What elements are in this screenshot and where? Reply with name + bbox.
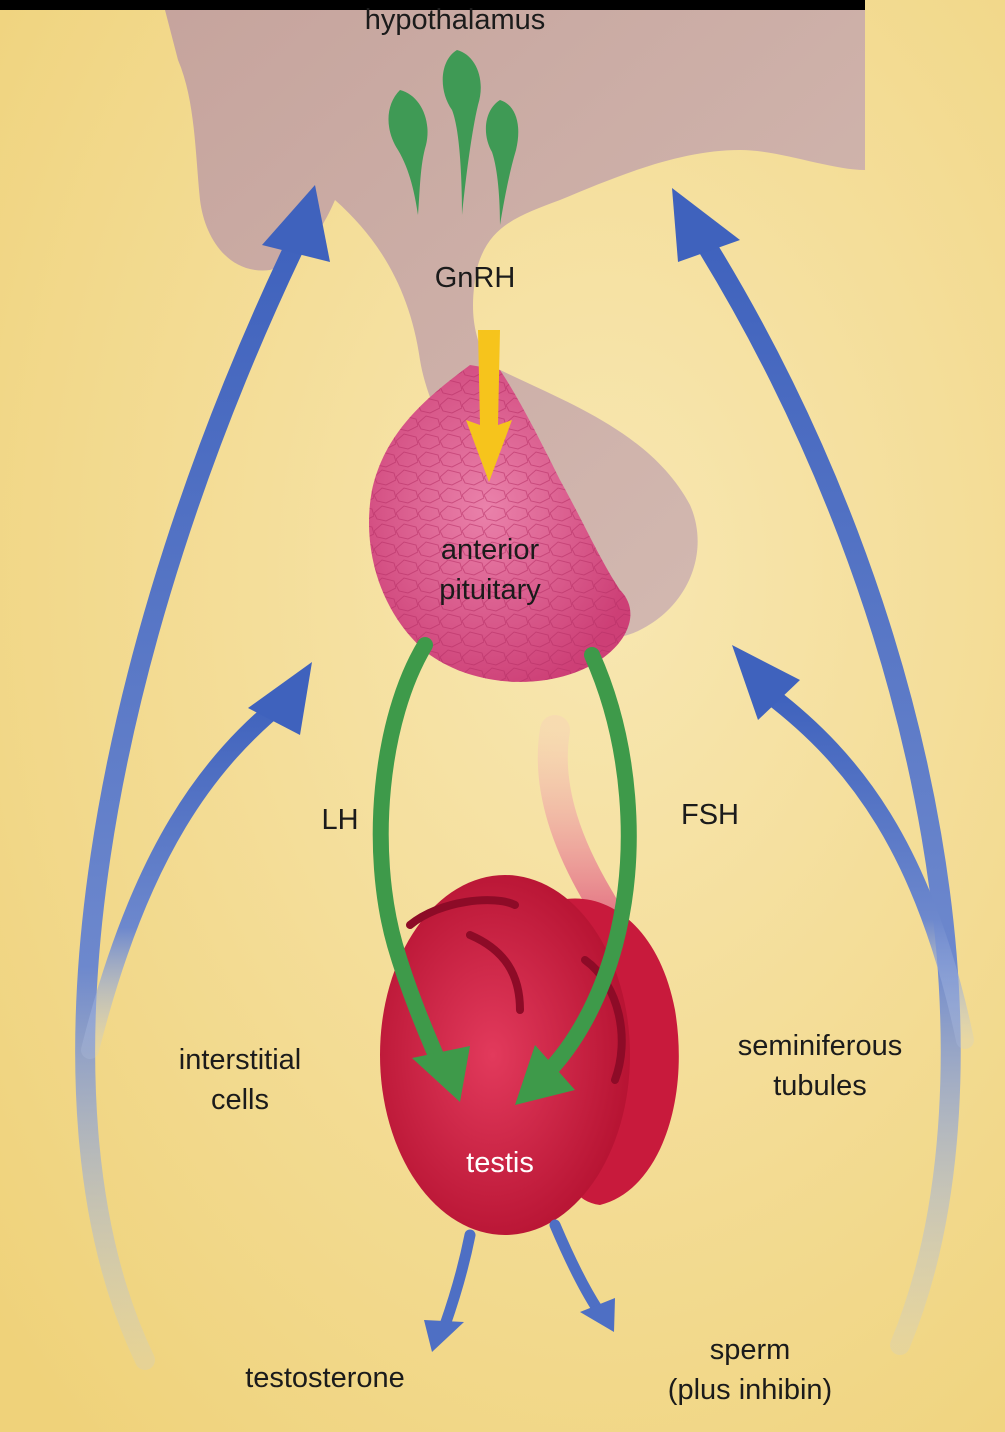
sperm-line-2: (plus inhibin): [640, 1370, 860, 1410]
hypothalamus-label: hypothalamus: [335, 0, 575, 40]
gnrh-label: GnRH: [415, 258, 535, 298]
seminiferous-tubules-label: seminiferous tubules: [710, 1026, 930, 1106]
interstitial-cells-line-2: cells: [150, 1080, 330, 1120]
sperm-label: sperm (plus inhibin): [640, 1330, 860, 1410]
anterior-pituitary-line-2: pituitary: [400, 570, 580, 610]
anterior-pituitary-label: anterior pituitary: [400, 530, 580, 610]
interstitial-cells-label: interstitial cells: [150, 1040, 330, 1120]
interstitial-cells-line-1: interstitial: [150, 1040, 330, 1080]
sperm-line-1: sperm: [640, 1330, 860, 1370]
anterior-pituitary-line-1: anterior: [400, 530, 580, 570]
seminiferous-tubules-line-2: tubules: [710, 1066, 930, 1106]
fsh-label: FSH: [660, 795, 760, 835]
testosterone-label: testosterone: [205, 1358, 445, 1398]
seminiferous-tubules-line-1: seminiferous: [710, 1026, 930, 1066]
lh-label: LH: [300, 800, 380, 840]
testis-label: testis: [430, 1143, 570, 1183]
